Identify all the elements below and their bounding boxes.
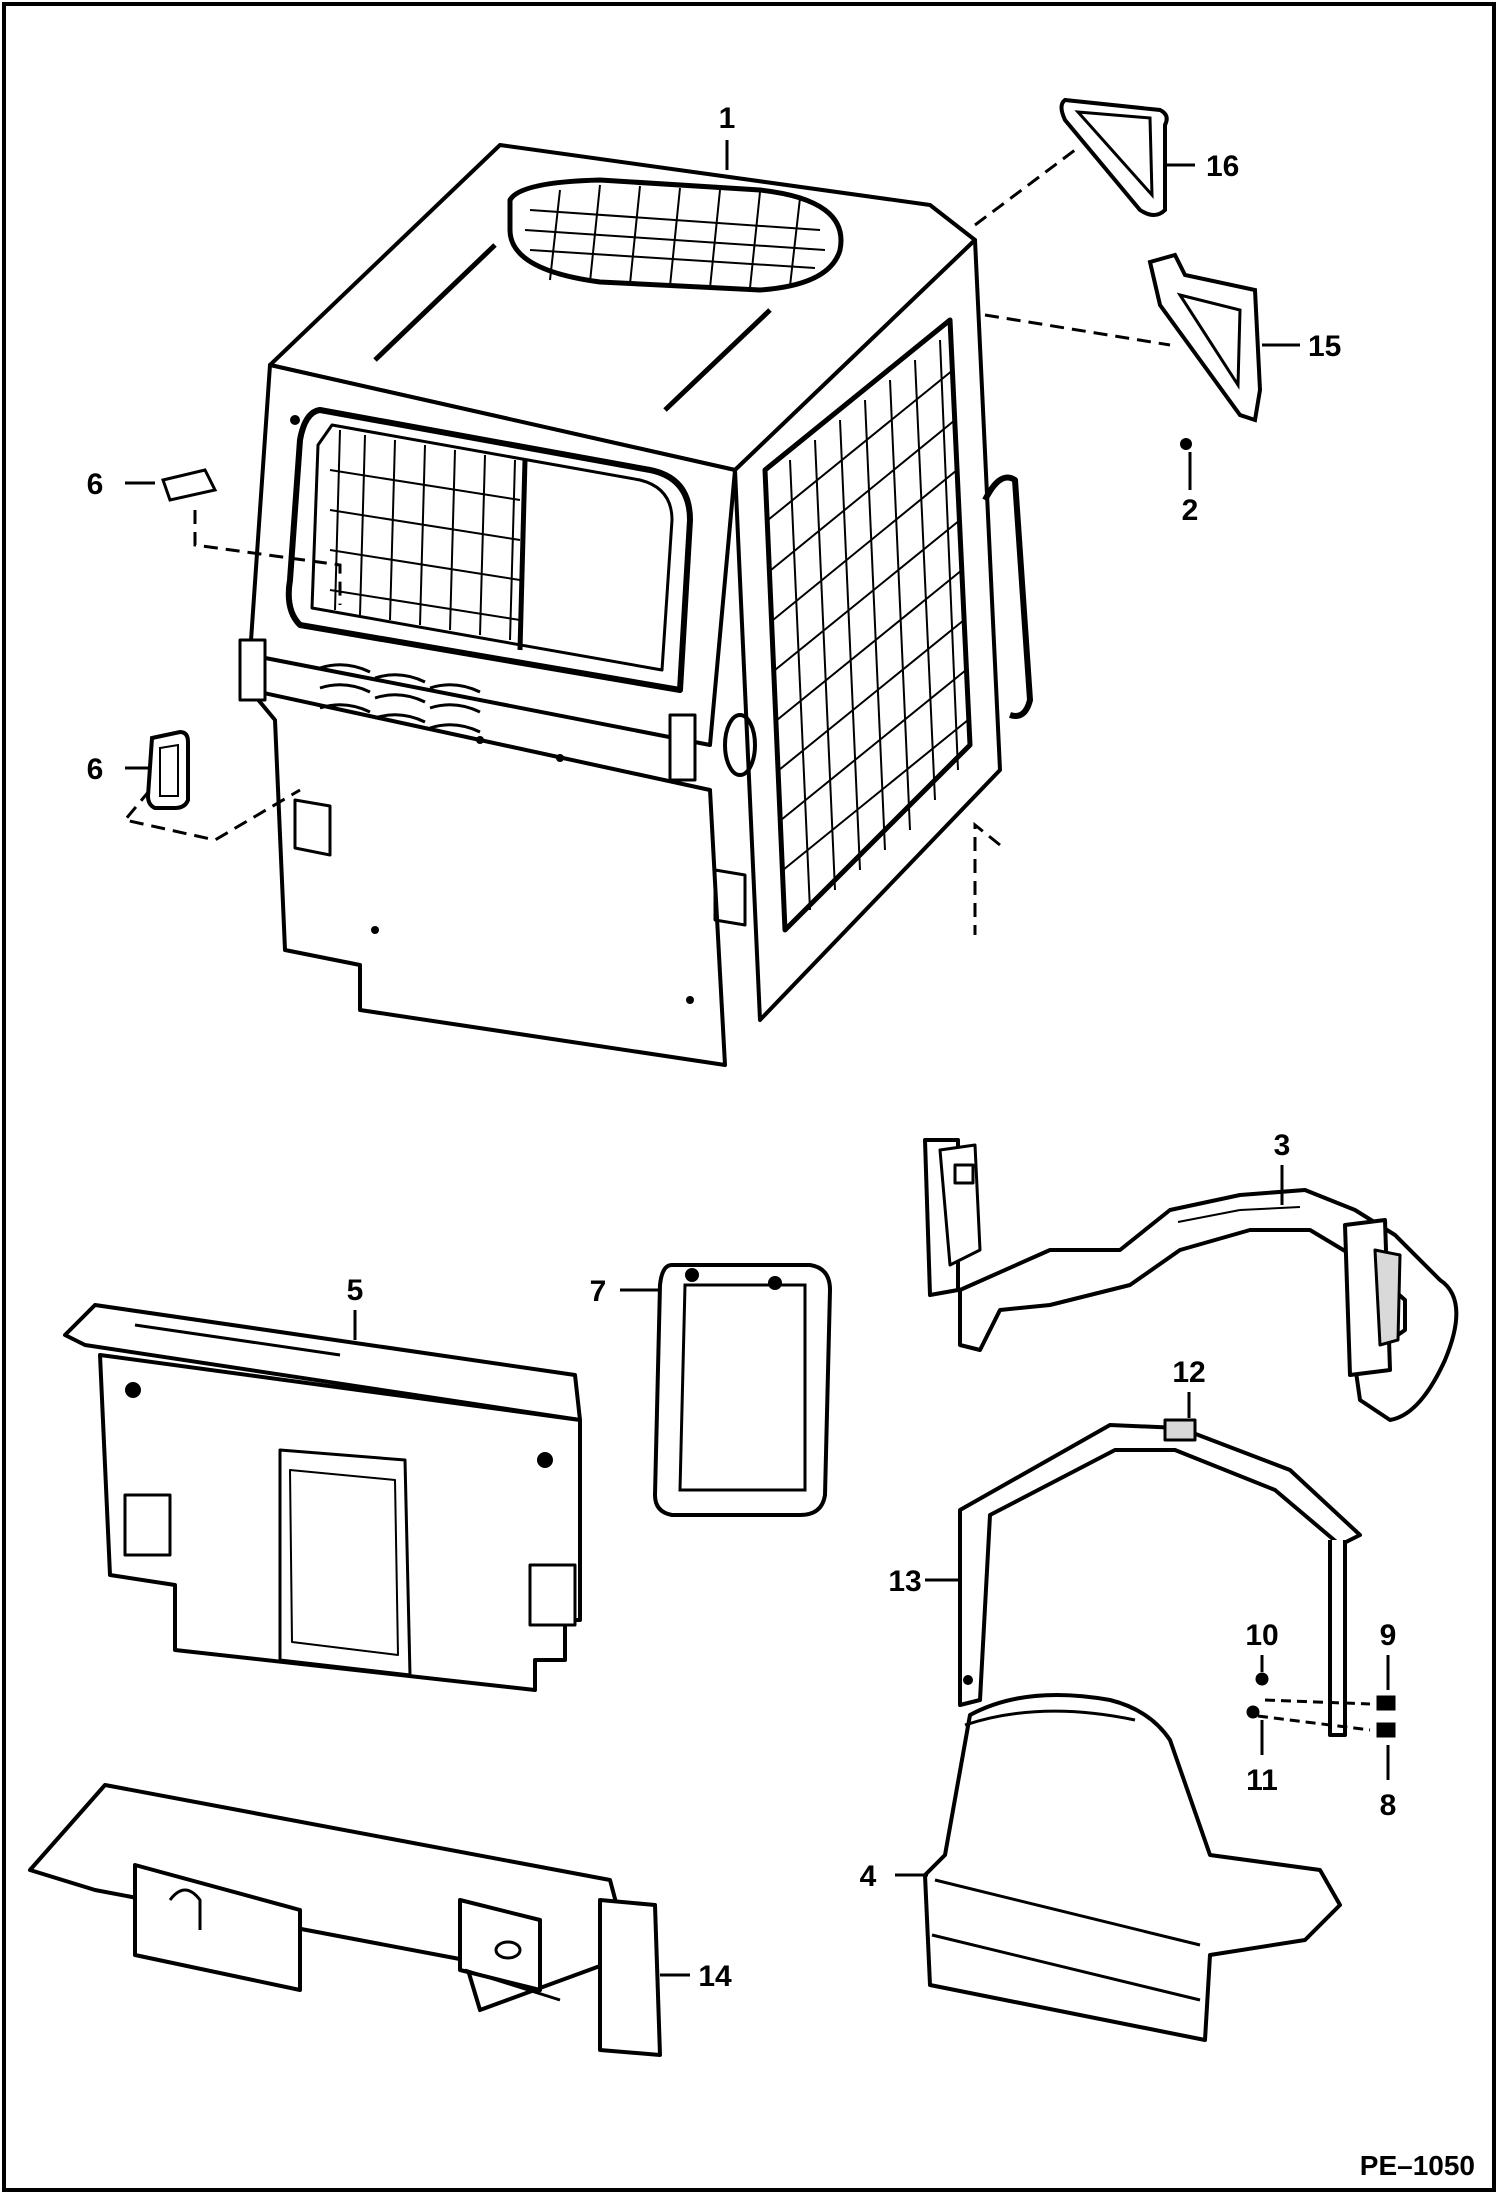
seat-bar-hardware [1246,1672,1396,1738]
callout-6-lower: 6 [87,753,104,786]
panel-5 [63,1303,582,1692]
callout-16: 16 [1206,150,1239,183]
callout-4: 4 [860,1860,877,1893]
base-14 [28,1783,662,2057]
cover-6-lower [145,729,190,810]
callout-6-upper: 6 [87,468,104,501]
seat-4 [923,1693,1342,2042]
callout-10: 10 [1245,1619,1278,1652]
operator-cab [238,143,1033,1067]
callout-1: 1 [719,102,736,135]
callout-labels: 1 16 15 2 6 6 3 5 7 12 13 10 9 11 8 4 14 [87,102,1397,1993]
seat-bar-13 [958,1418,1362,1737]
callout-2: 2 [1182,494,1199,527]
callout-12: 12 [1172,1356,1205,1389]
callout-9: 9 [1380,1619,1397,1652]
bracket-15 [1147,252,1263,423]
callout-15: 15 [1308,330,1341,363]
vent-16 [1059,97,1169,217]
cab-dashed-leaders [122,148,1171,935]
callout-3: 3 [1274,1129,1291,1162]
callout-11: 11 [1246,1764,1278,1797]
leader-lines [125,140,1390,1977]
callout-13: 13 [888,1565,921,1598]
callout-14: 14 [698,1960,732,1993]
cover-6-upper [161,468,218,502]
bolt-2 [1180,438,1192,450]
callout-7: 7 [590,1275,607,1308]
window-frame-7 [652,1263,833,1517]
callout-8: 8 [1380,1789,1397,1822]
rear-bar-3 [923,1138,1459,1422]
figure-code: PE–1050 [1360,2150,1475,2181]
callout-5: 5 [347,1274,364,1307]
